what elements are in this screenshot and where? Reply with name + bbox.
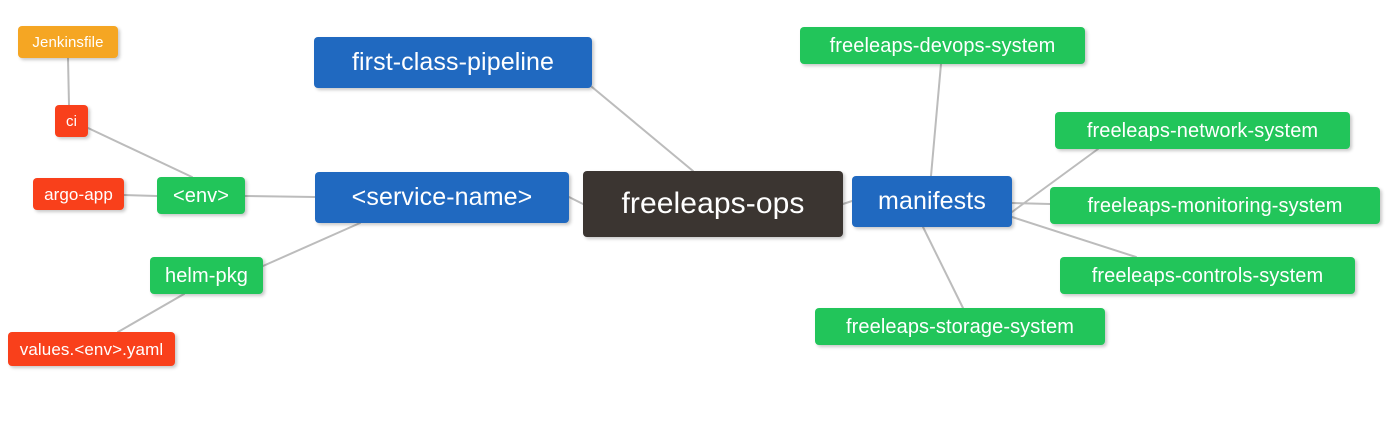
mindmap-node-freeleaps-controls-system[interactable]: freeleaps-controls-system [1060,257,1355,294]
mindmap-edge [262,222,361,267]
mindmap-node-label: freeleaps-devops-system [829,34,1056,57]
mindmap-node-label: freeleaps-storage-system [845,315,1075,338]
mindmap-node-ci[interactable]: ci [55,105,88,137]
mindmap-node-label: first-class-pipeline [351,48,555,76]
mindmap-node-helm-pkg[interactable]: helm-pkg [150,257,263,294]
mindmap-node-label: helm-pkg [164,264,249,287]
mindmap-node-freeleaps-devops-system[interactable]: freeleaps-devops-system [800,27,1085,64]
mindmap-edge [123,194,158,197]
mindmap-node-label: manifests [878,187,986,215]
mindmap-node-argo-app[interactable]: argo-app [33,178,124,210]
mindmap-node-label: freeleaps-ops [621,187,805,220]
mindmap-edge [67,57,70,106]
mindmap-node-label: <env> [172,184,230,207]
mindmap-node-label: Jenkinsfile [32,33,104,51]
mindmap-node-label: ci [65,112,78,130]
mindmap-node-label: values.<env>.yaml [19,339,164,359]
mindmap-node-freeleaps-monitoring-system[interactable]: freeleaps-monitoring-system [1050,187,1380,224]
mindmap-node-freeleaps-ops[interactable]: freeleaps-ops [583,171,843,237]
mindmap-node-freeleaps-storage-system[interactable]: freeleaps-storage-system [815,308,1105,345]
mindmap-node-label: freeleaps-network-system [1086,119,1319,142]
mindmap-node-service-name[interactable]: <service-name> [315,172,569,223]
mindmap-node-manifests[interactable]: manifests [852,176,1012,227]
mindmap-edge [930,63,942,177]
mindmap-node-label: freeleaps-controls-system [1091,264,1324,287]
mindmap-node-freeleaps-network-system[interactable]: freeleaps-network-system [1055,112,1350,149]
mindmap-edge [87,127,193,178]
mindmap-edge [244,195,316,198]
mindmap-node-label: freeleaps-monitoring-system [1087,194,1343,217]
mindmap-node-values-env-yaml[interactable]: values.<env>.yaml [8,332,175,366]
mindmap-node-jenkinsfile[interactable]: Jenkinsfile [18,26,118,58]
mindmap-node-first-class-pipeline[interactable]: first-class-pipeline [314,37,592,88]
mindmap-node-env[interactable]: <env> [157,177,245,214]
mindmap-edge [591,86,694,172]
mindmap-edge [1011,202,1051,205]
mindmap-node-label: <service-name> [351,183,533,211]
mindmap-node-label: argo-app [44,184,113,204]
mindmap-edge [922,226,964,309]
mindmap-edge [117,293,185,333]
mindmap-edge [842,200,853,205]
mindmap-edge [568,196,584,205]
